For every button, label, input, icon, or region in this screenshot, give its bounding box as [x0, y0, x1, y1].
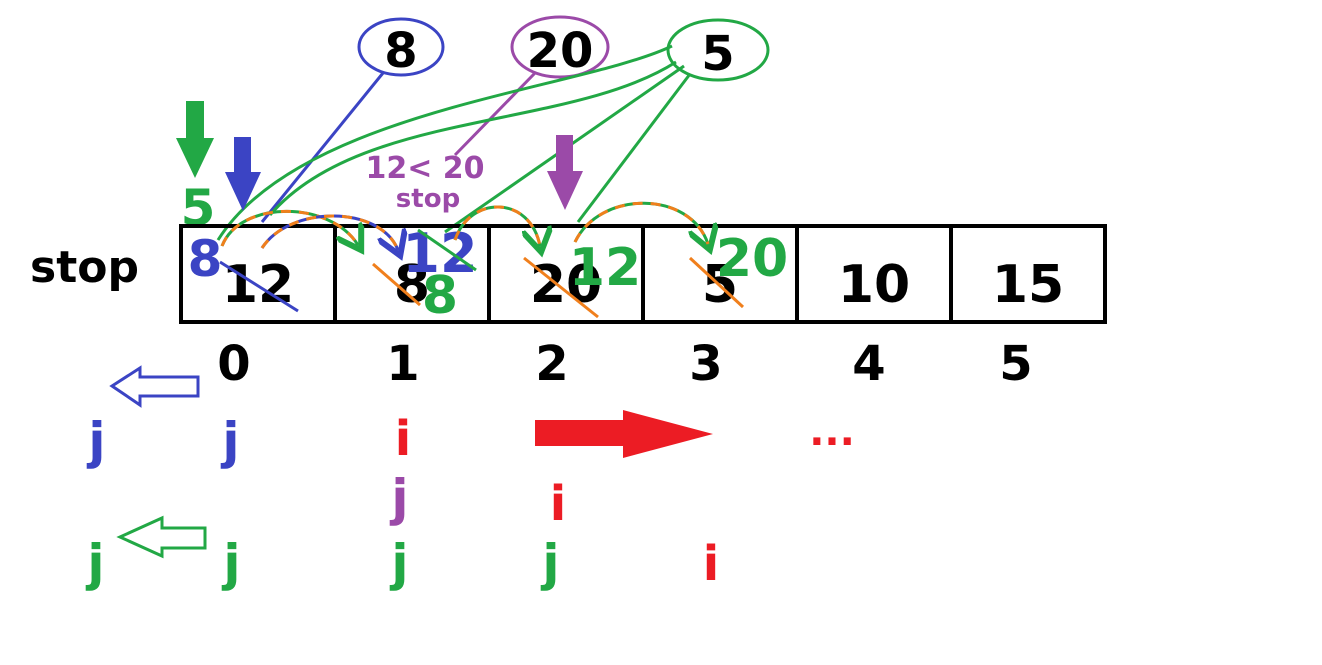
- red-right-arrow: [535, 410, 713, 458]
- key-bubble-20: 20: [510, 15, 610, 79]
- array-index-2: 2: [535, 336, 568, 392]
- key-bubble-5: 5: [666, 18, 770, 82]
- array-index-1: 1: [386, 336, 419, 392]
- purple-down-arrow: [547, 135, 583, 210]
- j-pointer-row1-a: j: [86, 412, 105, 470]
- array-index-0: 0: [217, 336, 250, 392]
- j-pointer-row1-b: j: [220, 412, 239, 470]
- j-pointer-row2: j: [389, 469, 408, 527]
- compare-text: 12< 20: [365, 151, 484, 186]
- key-5-label: 5: [701, 26, 734, 82]
- green-8-cell1: 8: [422, 266, 458, 326]
- array-indices: 0 1 2 3 4 5: [217, 336, 1032, 392]
- stop-label: stop: [30, 242, 139, 293]
- j-pointer-row3-a: j: [85, 534, 104, 592]
- strike-lines: [219, 228, 745, 319]
- green-down-arrow: [176, 101, 214, 178]
- j-pointer-row3-b: j: [221, 534, 240, 592]
- shift-arcs: [220, 201, 708, 250]
- array-value-1: 8: [394, 255, 430, 315]
- array-value-5: 15: [992, 255, 1064, 315]
- array-index-3: 3: [689, 336, 722, 392]
- array-index-4: 4: [852, 336, 885, 392]
- array-cell-5: [949, 224, 1107, 324]
- array-value-2: 20: [530, 255, 602, 315]
- i-pointer-row2: i: [550, 476, 566, 532]
- green-5-above: 5: [181, 179, 216, 237]
- green-left-arrow: [116, 515, 207, 559]
- i-pointer-row1: i: [395, 411, 411, 467]
- j-pointer-row3-d: j: [540, 534, 559, 592]
- array-index-5: 5: [999, 336, 1032, 392]
- blue-8-over-cell0: 8: [188, 230, 223, 288]
- blue-12-cell1: 12: [402, 222, 477, 285]
- j-pointer-row3-c: j: [389, 534, 408, 592]
- blue-left-arrow: [109, 365, 200, 408]
- key-bubble-8: 8: [357, 17, 445, 79]
- blue-down-arrow: [225, 137, 261, 211]
- key-8-label: 8: [384, 23, 417, 79]
- key-20-label: 20: [527, 23, 594, 79]
- green-12-cell2: 12: [569, 238, 641, 298]
- array-value-4: 10: [838, 255, 910, 315]
- compare-stop-text: stop: [396, 184, 460, 214]
- green-20-cell3: 20: [716, 229, 788, 289]
- i-pointer-row3: i: [703, 536, 719, 592]
- ellipsis: ...: [809, 409, 855, 455]
